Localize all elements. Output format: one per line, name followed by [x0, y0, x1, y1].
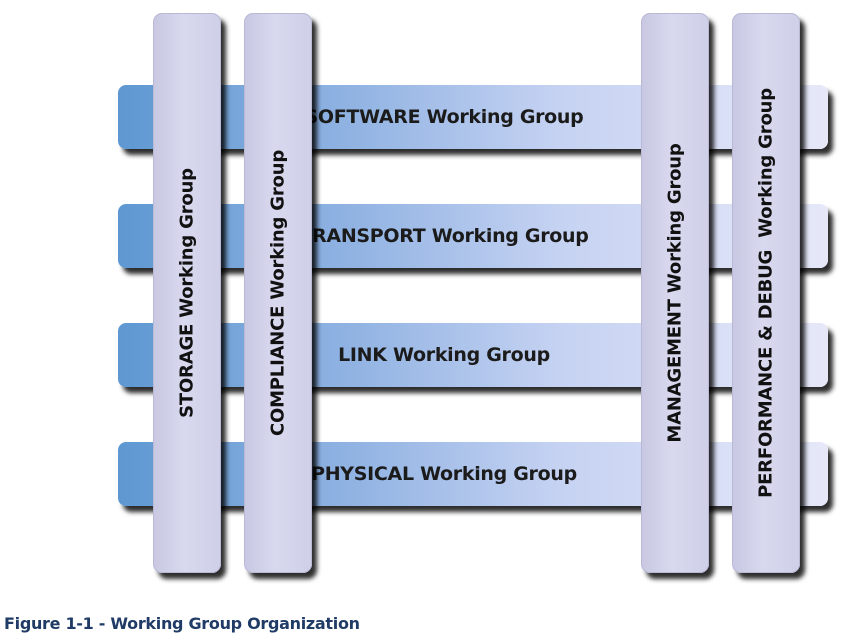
performance-debug-group-bar: PERFORMANCE & DEBUG Working Group [732, 13, 800, 573]
figure-caption: Figure 1-1 - Working Group Organization [4, 614, 360, 633]
management-group-bar: MANAGEMENT Working Group [641, 13, 709, 573]
transport-group-bar [118, 204, 828, 268]
software-group-bar [118, 85, 828, 149]
working-group-diagram: SOFTWARE Working Group TRANSPORT Working… [118, 13, 828, 573]
compliance-group-bar: COMPLIANCE Working Group [244, 13, 312, 573]
storage-group-label: STORAGE Working Group [176, 168, 198, 418]
link-group-label: LINK Working Group [338, 344, 550, 366]
link-group-bar [118, 323, 828, 387]
software-group-label: SOFTWARE Working Group [304, 106, 584, 128]
physical-group-bar [118, 442, 828, 506]
compliance-group-label: COMPLIANCE Working Group [267, 149, 289, 437]
performance-debug-group-label: PERFORMANCE & DEBUG Working Group [755, 88, 777, 498]
physical-group-label: PHYSICAL Working Group [311, 463, 577, 485]
management-group-label: MANAGEMENT Working Group [664, 143, 686, 443]
storage-group-bar: STORAGE Working Group [153, 13, 221, 573]
transport-group-label: TRANSPORT Working Group [299, 225, 589, 247]
